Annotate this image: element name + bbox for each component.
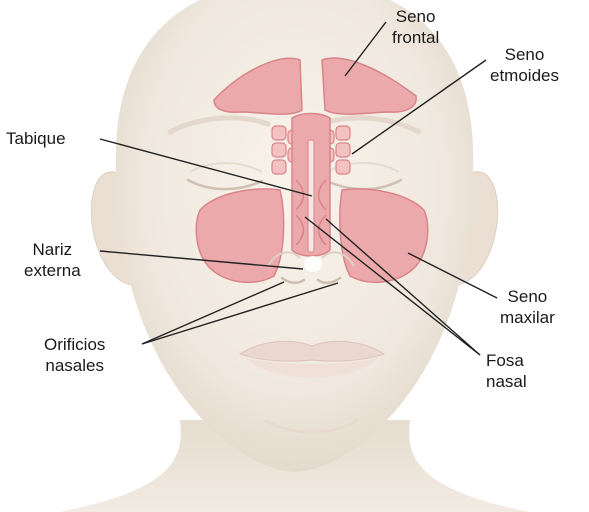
maxillary-sinus-left bbox=[196, 189, 283, 282]
label-seno-etmoides: Seno etmoides bbox=[490, 44, 559, 86]
label-fosa-nasal-line1: Fosa bbox=[486, 350, 527, 371]
label-seno-maxilar-line2: maxilar bbox=[500, 307, 555, 328]
maxillary-sinus-right bbox=[340, 189, 428, 282]
label-seno-maxilar: Seno maxilar bbox=[500, 286, 555, 328]
label-fosa-nasal: Fosa nasal bbox=[486, 350, 527, 392]
label-seno-etmoides-line1: Seno bbox=[490, 44, 559, 65]
label-nariz-externa-line1: Nariz bbox=[24, 239, 81, 260]
label-seno-frontal: Seno frontal bbox=[392, 6, 439, 48]
label-seno-maxilar-line1: Seno bbox=[500, 286, 555, 307]
nose-tip-highlight bbox=[304, 256, 322, 272]
label-nariz-externa-line2: externa bbox=[24, 260, 81, 281]
label-fosa-nasal-line2: nasal bbox=[486, 371, 527, 392]
label-nariz-externa: Nariz externa bbox=[24, 239, 81, 281]
label-seno-frontal-line1: Seno bbox=[392, 6, 439, 27]
label-tabique: Tabique bbox=[6, 128, 66, 149]
label-seno-etmoides-line2: etmoides bbox=[490, 65, 559, 86]
label-orificios-nasales-line1: Orificios bbox=[44, 334, 105, 355]
label-tabique-text: Tabique bbox=[6, 128, 66, 149]
label-seno-frontal-line2: frontal bbox=[392, 27, 439, 48]
label-orificios-nasales: Orificios nasales bbox=[44, 334, 105, 376]
label-orificios-nasales-line2: nasales bbox=[44, 355, 105, 376]
